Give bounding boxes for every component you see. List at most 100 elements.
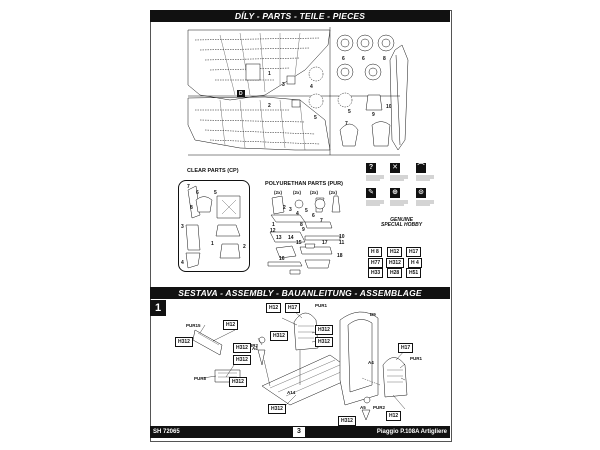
cp-number-6: 6 — [196, 190, 199, 196]
drill-icon: ⊙ — [416, 188, 426, 198]
assembly-code-h312-f: H312 — [315, 337, 333, 347]
bend-icon: ⌒ — [416, 163, 426, 173]
sprue-number-3: 3 — [282, 82, 285, 88]
label-pur8: PUR8 — [194, 376, 207, 381]
sprue-number-1: 1 — [268, 71, 271, 77]
cp-number-8: 8 — [190, 205, 193, 211]
pur-number-18: 18 — [337, 253, 343, 259]
sprue-number-5: 5 — [314, 115, 317, 121]
seal-line-2: SPECIAL HOBBY — [381, 222, 423, 228]
cp-number-2: 2 — [243, 244, 246, 250]
paint-code-h28: H28 — [387, 268, 403, 278]
pur-number-12: 12 — [270, 228, 276, 234]
sprue-number-8: 8 — [383, 56, 386, 62]
label-a4-b: A4 — [368, 360, 374, 365]
qty-label-b: (2x) — [293, 190, 302, 195]
clear-parts-title: CLEAR PARTS (CP) — [187, 168, 239, 174]
assembly-code-h312-d: H312 — [233, 343, 251, 353]
assembly-code-h17-b: H17 — [398, 343, 414, 353]
label-a14: A14 — [287, 390, 296, 395]
cp-number-3: 3 — [181, 224, 184, 230]
pur-number-15: 15 — [296, 240, 302, 246]
assembly-code-h312-h: H312 — [268, 404, 286, 414]
label-pur1-a: PUR1 — [315, 303, 328, 308]
assembly-code-h17-a: H17 — [285, 303, 301, 313]
footer-kit-code: SH 72065 — [153, 429, 180, 435]
pur-number-6: 6 — [312, 213, 315, 219]
option-icon: ⊕ — [390, 188, 400, 198]
sprue-number-6b: 6 — [362, 56, 365, 62]
pur-number-7: 7 — [320, 218, 323, 224]
seal-line-1: GENUINE — [390, 217, 413, 223]
paint-code-h33: H33 — [368, 268, 384, 278]
paint-code-h4: H 4 — [408, 258, 422, 268]
step-number-badge: 1 — [150, 300, 166, 316]
pur-number-3: 3 — [289, 207, 292, 213]
pur-number-13: 13 — [276, 235, 282, 241]
parts-header: DÍLY - PARTS - TEILE - PIECES — [150, 10, 450, 22]
sprue-number-2: 2 — [268, 103, 271, 109]
cp-number-7: 7 — [187, 184, 190, 190]
pur-parts-title: POLYURETHAN PARTS (PUR) — [265, 181, 343, 187]
pur-number-1: 1 — [272, 222, 275, 228]
assembly-code-h12-a: H12 — [223, 320, 239, 330]
genuine-seal: GENUINE SPECIAL HOBBY — [381, 218, 422, 228]
footer-product-name: Piaggio P.108A Artigliere — [376, 429, 447, 435]
qty-label-c: (2x) — [310, 190, 319, 195]
pur-number-16: 16 — [279, 256, 285, 262]
cp-number-5: 5 — [214, 190, 217, 196]
remove-icon: ✕ — [390, 163, 400, 173]
pur-number-10: 10 — [339, 234, 345, 240]
label-d9: D9 — [370, 312, 376, 317]
paint-code-h17: H17 — [406, 247, 422, 257]
paint-code-h312: H312 — [386, 258, 404, 268]
sprue-number-6: 6 — [342, 56, 345, 62]
footer-page-number: 3 — [293, 427, 305, 437]
sprue-number-10: 10 — [386, 104, 392, 110]
pur-number-9: 9 — [302, 227, 305, 233]
label-a4-a: A4 — [252, 346, 258, 351]
sprue-letter-d: D — [239, 91, 243, 97]
pur-number-17: 17 — [322, 240, 328, 246]
pur-number-4: 4 — [296, 211, 299, 217]
page-footer: SH 72065 3 Piaggio P.108A Artigliere — [150, 426, 450, 438]
sprue-number-5b: 5 — [348, 109, 351, 115]
assembly-code-h12-d: H12 — [386, 411, 402, 421]
label-pur15: PUR15 — [186, 323, 201, 328]
sprue-number-4: 4 — [310, 84, 313, 90]
glue-icon: ? — [366, 163, 376, 173]
paint-code-h8: H 8 — [368, 247, 382, 257]
assembly-code-h312-e: H312 — [233, 355, 251, 365]
clear-parts-frame — [178, 180, 250, 272]
sprue-number-7: 7 — [345, 121, 348, 127]
pur-number-11: 11 — [339, 240, 345, 246]
paint-code-h12: H12 — [387, 247, 403, 257]
sprue-number-9: 9 — [372, 112, 375, 118]
cp-number-4: 4 — [181, 260, 184, 266]
label-pur1-b: PUR1 — [410, 356, 423, 361]
paint-code-h51: H51 — [406, 268, 422, 278]
pur-number-14: 14 — [288, 235, 294, 241]
paint-code-h77: H77 — [368, 258, 384, 268]
assembly-code-h312-g: H312 — [229, 377, 247, 387]
assembly-header: SESTAVA - ASSEMBLY - BAUANLEITUNG - ASSE… — [150, 287, 450, 299]
assembly-code-h312-i: H312 — [338, 416, 356, 426]
label-pur2-b: PUR2 — [373, 405, 386, 410]
assembly-code-h12-b: H12 — [266, 303, 282, 313]
pur-number-2: 2 — [283, 205, 286, 211]
assembly-code-h312-c: H312 — [270, 331, 288, 341]
assembly-code-h312-b: H312 — [315, 325, 333, 335]
label-a5: A5 — [360, 405, 366, 410]
qty-label-d: (2x) — [329, 190, 338, 195]
qty-label-a: (2x) — [274, 190, 283, 195]
paint-icon: ✎ — [366, 188, 376, 198]
assembly-code-h312-a: H312 — [175, 337, 193, 347]
cp-number-1: 1 — [211, 241, 214, 247]
pur-number-5: 5 — [305, 208, 308, 214]
label-pur2-a: PUR2 — [246, 343, 259, 348]
